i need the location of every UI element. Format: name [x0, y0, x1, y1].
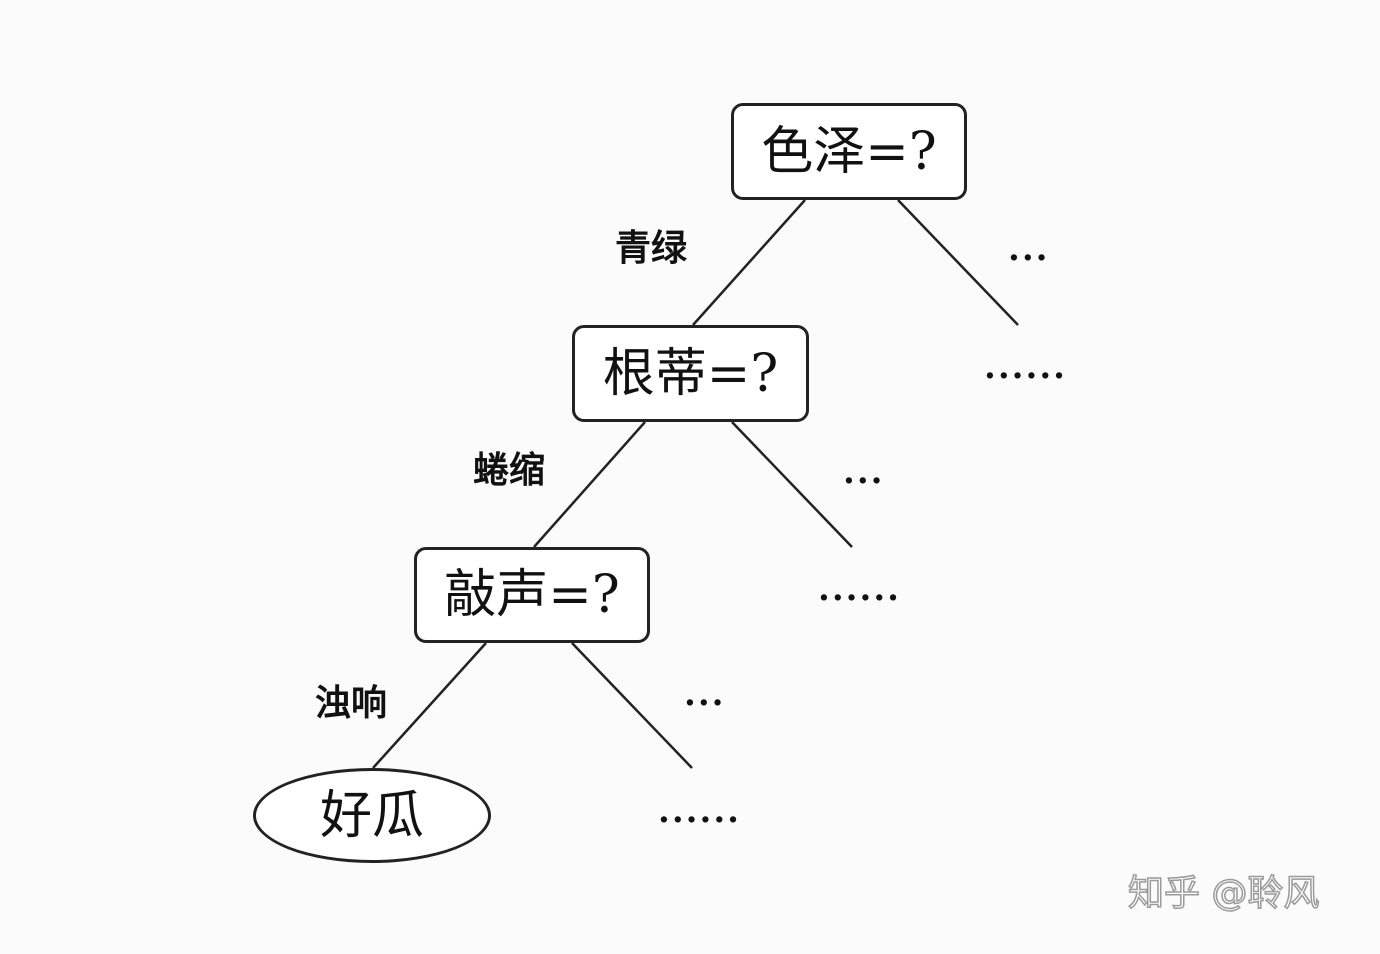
- edge-third-right: [571, 642, 693, 769]
- node-sound-label: 敲声=?: [444, 565, 620, 625]
- leaf-good-melon: 好瓜: [253, 768, 491, 863]
- node-color-label: 色泽=?: [761, 121, 937, 182]
- node-sound: 敲声=?: [414, 547, 650, 643]
- ellipsis-root-subtree: ......: [984, 347, 1068, 387]
- node-color: 色泽=?: [731, 103, 967, 200]
- edge-third-left: [372, 642, 487, 769]
- ellipsis-third-subtree: ......: [658, 791, 742, 831]
- node-root-label: 根蒂=?: [602, 343, 779, 404]
- ellipsis-second-edge: ...: [843, 452, 885, 492]
- ellipsis-second-subtree: ......: [818, 569, 902, 609]
- edge-root-right: [897, 199, 1019, 326]
- leaf-good-melon-label: 好瓜: [319, 785, 424, 846]
- ellipsis-root-edge: ...: [1008, 229, 1050, 269]
- edge-second-right: [731, 421, 853, 548]
- edge-label-curled: 蜷缩: [473, 449, 546, 491]
- watermark: 知乎 @聆风: [1127, 873, 1320, 914]
- edge-label-green: 青绿: [615, 227, 688, 269]
- edge-second-left: [533, 421, 646, 548]
- node-root: 根蒂=?: [572, 325, 809, 422]
- edge-label-dull: 浊响: [315, 682, 388, 724]
- ellipsis-third-edge: ...: [684, 674, 726, 714]
- edge-root-left: [692, 199, 806, 326]
